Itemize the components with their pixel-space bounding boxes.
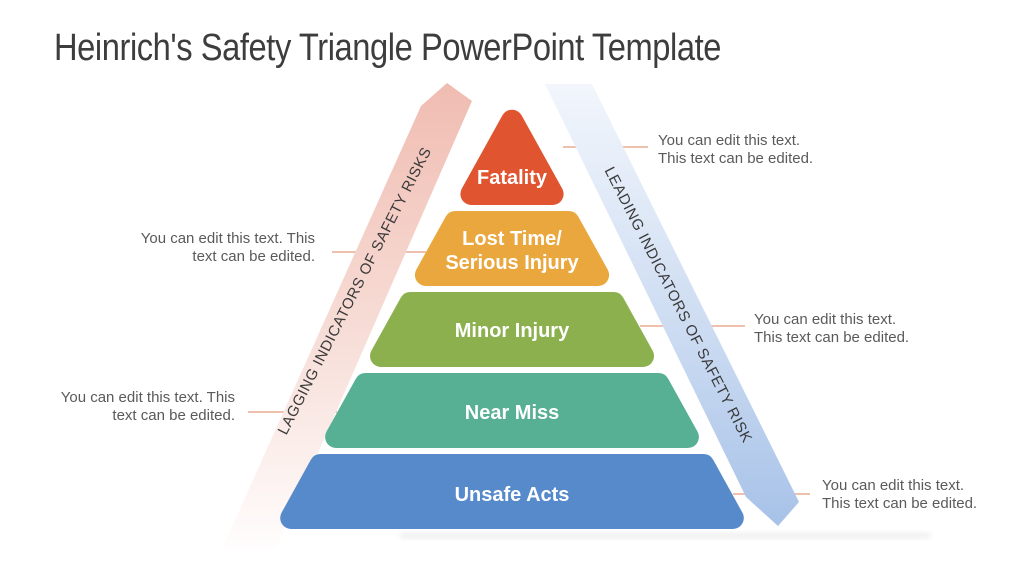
pyramid-level-fatality[interactable] — [460, 109, 564, 205]
slide-title[interactable]: Heinrich's Safety Triangle PowerPoint Te… — [54, 27, 722, 69]
callout-text-line: You can edit this text. This — [60, 389, 235, 406]
level-label-unsafe-acts[interactable]: Unsafe Acts — [455, 484, 570, 506]
base-shadow — [400, 533, 930, 538]
callout-text-line: You can edit this text. — [658, 132, 801, 149]
callout-text-right-of-fatality[interactable]: You can edit this text. This text can be… — [658, 132, 813, 167]
callout-text-right-of-unsafe-acts[interactable]: You can edit this text. This text can be… — [822, 477, 977, 512]
pyramid-level-lost-time-serious-injury[interactable] — [414, 211, 610, 286]
callout-text-line: This text can be edited. — [754, 328, 910, 346]
level-label-lost-time-line1[interactable]: Lost Time/ — [462, 228, 562, 250]
callout-text-line: You can edit this text. — [822, 477, 965, 494]
callout-text-line: You can edit this text. — [754, 311, 897, 328]
level-label-near-miss[interactable]: Near Miss — [465, 402, 560, 424]
callout-text-line: text can be edited. — [112, 406, 235, 424]
callout-text-line: text can be edited. — [192, 247, 315, 265]
level-label-minor-injury[interactable]: Minor Injury — [455, 320, 570, 342]
callout-text-left-of-near-miss[interactable]: You can edit this text. This text can be… — [33, 389, 235, 424]
pyramid-level-near-miss[interactable] — [325, 373, 699, 448]
pyramid — [280, 109, 744, 529]
pyramid-level-unsafe-acts[interactable] — [280, 454, 744, 529]
callout-text-right-of-minor-injury[interactable]: You can edit this text. This text can be… — [754, 311, 909, 346]
pyramid-level-minor-injury[interactable] — [370, 292, 654, 367]
leading-arrow-band — [545, 84, 799, 526]
level-label-lost-time-line2[interactable]: Serious Injury — [445, 252, 579, 274]
callout-text-line: You can edit this text. This — [140, 230, 315, 247]
lagging-arrow-band — [222, 83, 472, 549]
callout-text-line: This text can be edited. — [822, 494, 978, 512]
callout-text-line: This text can be edited. — [658, 149, 814, 167]
level-label-fatality[interactable]: Fatality — [477, 167, 548, 189]
callout-text-left-of-lost-time[interactable]: You can edit this text. This text can be… — [113, 230, 315, 265]
